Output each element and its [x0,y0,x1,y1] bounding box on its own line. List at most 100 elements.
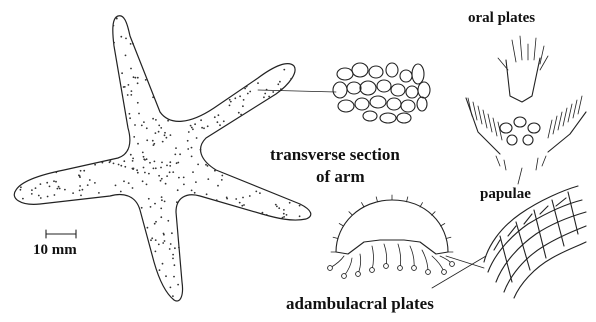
spine-dot [172,171,174,173]
spine-dot [79,185,81,187]
spine-dot [132,43,134,45]
spine-dot [123,160,125,162]
spine-dot [174,264,176,266]
oral-spine [578,96,582,114]
spine-dot [238,112,240,114]
spine-dot [187,140,189,142]
spine-dot [160,208,162,210]
spine-dot [132,160,134,162]
spine-dot [145,79,147,81]
arm-cross-section [328,195,455,278]
spine-dot [249,195,251,197]
spine-dot [169,161,171,163]
spine-dot [178,177,180,179]
spine-dot [205,164,207,166]
spine-dot [235,198,237,200]
spine-dot [165,183,167,185]
oral-spine [558,112,562,130]
spine-dot [166,175,168,177]
spine-dot [249,91,251,93]
spine-dot [230,101,232,103]
spine-dot [207,125,209,127]
spine-dot [242,105,244,107]
spine-dot [38,195,40,197]
spine-dot [221,175,223,177]
spine-dot [299,205,301,207]
spine-dot [166,165,168,167]
spine-dot [46,182,48,184]
tube-foot-tip [442,270,447,275]
spine-dot [169,171,171,173]
spine-dot [207,165,209,167]
papulae-leader [518,168,522,184]
spine-dot [266,214,268,216]
spine-dot [124,86,126,88]
spine-dot [170,134,172,136]
spine-dot [195,181,197,183]
spine-dot [200,149,202,151]
spine-dot [219,124,221,126]
spine-dot [121,72,123,74]
spine-dot [154,203,156,205]
spine-dot [226,197,228,199]
spine-dot [130,43,132,45]
spine-dot [263,96,265,98]
oral-plates-drawing [466,36,586,170]
spine-dot [150,239,152,241]
spine-dot [257,82,259,84]
spine-dot [35,187,37,189]
spine-dot [20,189,22,191]
spine-dot [167,120,169,122]
tube-foot [398,244,401,268]
spine-dot [207,178,209,180]
spine-dot [113,163,115,165]
adambulacral-plates-drawing [484,186,586,298]
spine-dot [177,189,179,191]
spine-dot [49,186,51,188]
spine-dot [167,220,169,222]
starfish-illustration [14,16,311,301]
spine-dot [116,18,118,20]
spine-dot [173,276,175,278]
oral-spine [573,100,577,118]
section-spine [333,237,338,238]
label-papulae: papulae [480,186,531,202]
spine-dot [89,179,91,181]
spine-dot [176,162,178,164]
spine-dot [268,96,270,98]
spine-dot [152,118,154,120]
tube-foot-tip [398,266,403,271]
spine-dot [161,196,163,198]
spine-dot [59,188,61,190]
spine-dot [143,156,145,158]
oral-spine [488,114,492,132]
spine-dot [109,161,111,163]
spine-dot [214,116,216,118]
spine-dot [155,167,157,169]
oral-spine [548,120,552,138]
spine-dot [178,247,180,249]
spine-dot [94,182,96,184]
spine-dot [279,81,281,83]
spine-dot [196,137,198,139]
spine-dot [246,85,248,87]
tube-foot-tip [412,266,417,271]
spine-dot [58,186,60,188]
spine-dot [216,199,218,201]
spine-dot [79,190,81,192]
spine-dot [190,125,192,127]
spine-dot [155,221,157,223]
spine-dot [123,180,125,182]
spine-dot [154,223,156,225]
oral-central-column [506,58,540,102]
spine-dot [229,99,231,101]
spine-dot [31,189,33,191]
spine-dot [166,137,168,139]
arm-section-outline [336,200,448,254]
spine-dot [239,95,241,97]
spine-dot [162,263,164,265]
spine-dot [283,216,285,218]
oral-spine [478,106,482,124]
spine-dot [143,167,145,169]
spine-dot [283,213,285,215]
